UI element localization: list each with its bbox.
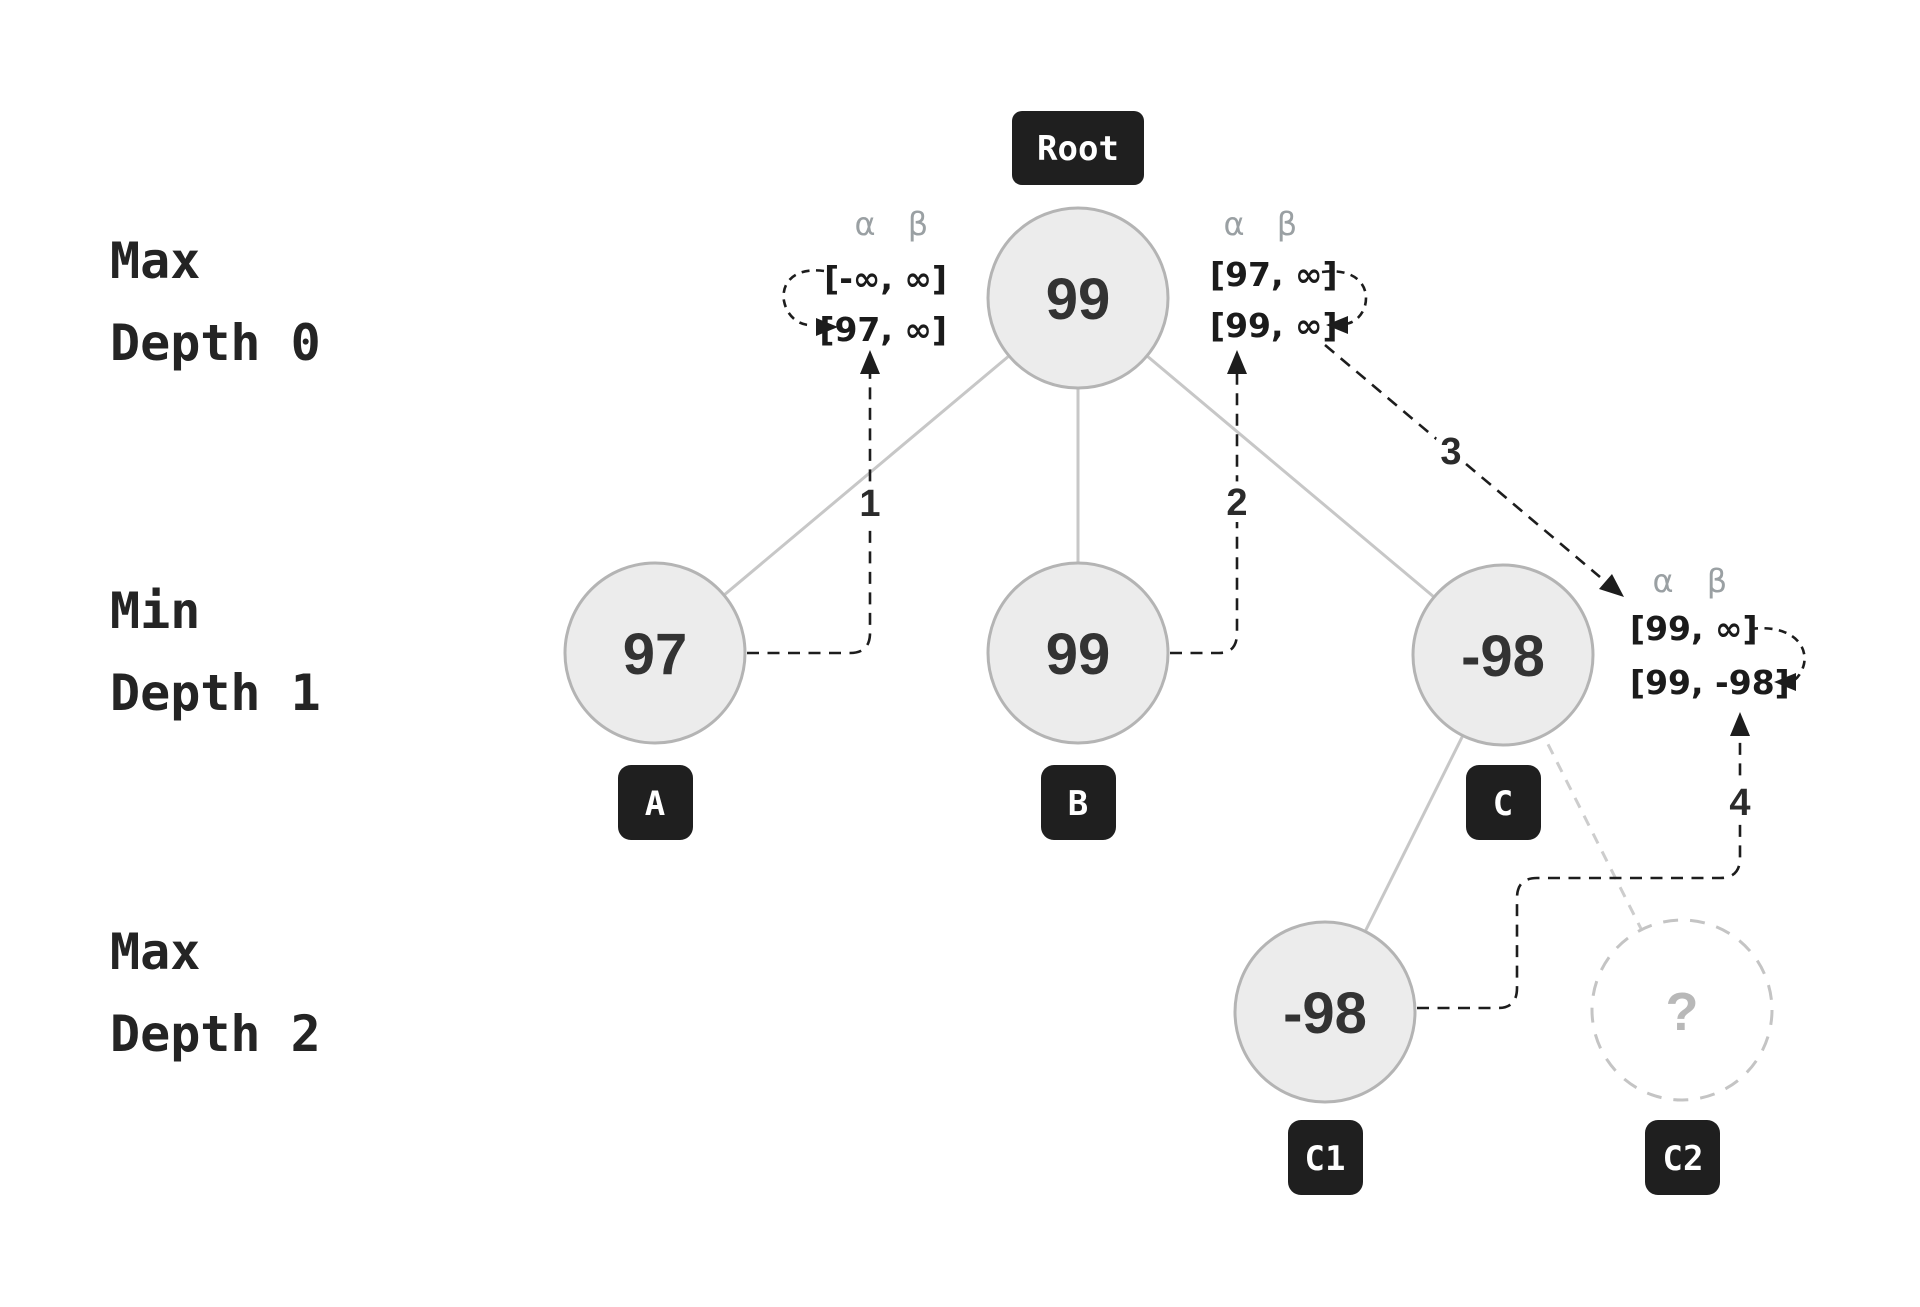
step2-label: 2	[1226, 482, 1247, 524]
node-tags: Root A B C C1 C2	[618, 111, 1720, 1195]
tag-c-box	[1466, 765, 1541, 840]
tag-b-label: B	[1068, 784, 1088, 824]
node-c2-circle	[1590, 918, 1774, 1102]
alpha-header: α	[854, 205, 875, 243]
annotation-root-right: α β [97, ∞] [99, ∞]	[1210, 205, 1368, 345]
step4-arrow-path	[1417, 732, 1742, 1010]
tag-c-label: C	[1493, 784, 1513, 824]
root-left-interval-1: [-∞, ∞]	[824, 259, 947, 298]
node-c-circle	[1411, 563, 1595, 747]
node-b: 99	[986, 561, 1170, 745]
tag-a-box	[618, 765, 693, 840]
c-right-interval-2-pruned: [99, -98]	[1630, 663, 1790, 702]
node-root-circle	[986, 206, 1170, 390]
root-right-update-loop	[1321, 270, 1368, 326]
node-root-value: 99	[1046, 267, 1111, 332]
tag-c2-box	[1645, 1120, 1720, 1195]
node-root: 99	[986, 206, 1170, 390]
node-c: -98	[1411, 563, 1595, 747]
c-right-loop-arrowhead-icon	[1774, 673, 1796, 691]
beta-header: β	[1707, 562, 1727, 600]
tag-c2-label: C2	[1663, 1139, 1704, 1179]
tag-a-label: A	[645, 784, 665, 824]
edge-root-c	[1077, 296, 1504, 657]
root-right-interval-1: [97, ∞]	[1210, 255, 1338, 294]
root-right-loop-arrowhead-icon	[1326, 316, 1348, 334]
step4-label: 4	[1729, 782, 1750, 824]
root-left-loop-arrowhead-icon	[816, 318, 838, 336]
tag-c1-box	[1288, 1120, 1363, 1195]
row1-player-label: Min	[110, 582, 200, 640]
step3-arrow-path	[1324, 344, 1601, 578]
row0-depth-label: Depth 0	[110, 314, 321, 372]
step-arrows	[747, 344, 1750, 1010]
row2-depth-label: Depth 2	[110, 1005, 321, 1063]
c-right-interval-1: [99, ∞]	[1630, 609, 1758, 648]
node-c-value: -98	[1461, 624, 1545, 689]
node-a: 97	[563, 561, 747, 745]
node-c1-circle	[1233, 920, 1417, 1104]
node-c2-value-unknown: ?	[1666, 982, 1699, 1042]
node-b-value: 99	[1046, 622, 1111, 687]
step2-arrow-path	[1170, 372, 1239, 655]
root-left-update-loop	[782, 269, 825, 327]
annotation-root-left: α β [-∞, ∞] [97, ∞]	[782, 205, 947, 349]
beta-header: β	[908, 205, 928, 243]
tag-root-label: Root	[1037, 129, 1119, 169]
annotation-c-right: α β [99, ∞] [99, -98]	[1630, 562, 1806, 702]
alpha-header: α	[1652, 562, 1673, 600]
row1-depth-label: Depth 1	[110, 664, 321, 722]
tag-b-box	[1041, 765, 1116, 840]
step3-label: 3	[1440, 431, 1461, 473]
node-a-value: 97	[623, 622, 688, 687]
row0-player-label: Max	[110, 232, 200, 290]
node-b-circle	[986, 561, 1170, 745]
tree-nodes: 99 97 99 -98 -98 ?	[563, 206, 1774, 1104]
root-left-interval-2: [97, ∞]	[819, 310, 947, 349]
step1-label: 1	[859, 483, 880, 525]
node-c1-value: -98	[1283, 981, 1367, 1046]
step2-arrowhead-icon	[1227, 350, 1247, 374]
tag-root-box	[1012, 111, 1144, 185]
step1-arrow-path	[747, 372, 872, 655]
row2-player-label: Max	[110, 923, 200, 981]
beta-header: β	[1277, 205, 1297, 243]
edge-root-a	[654, 296, 1079, 655]
step3-arrowhead-icon	[1599, 574, 1624, 597]
node-a-circle	[563, 561, 747, 745]
node-c1: -98	[1233, 920, 1417, 1104]
tag-c1-label: C1	[1305, 1139, 1346, 1179]
alpha-header: α	[1223, 205, 1244, 243]
step4-arrowhead-icon	[1730, 712, 1750, 736]
depth-row-labels: Max Depth 0 Min Depth 1 Max Depth 2	[110, 232, 321, 1063]
step1-arrowhead-icon	[860, 350, 880, 374]
root-right-interval-2: [99, ∞]	[1210, 306, 1338, 345]
node-c2-pruned: ?	[1590, 918, 1774, 1102]
